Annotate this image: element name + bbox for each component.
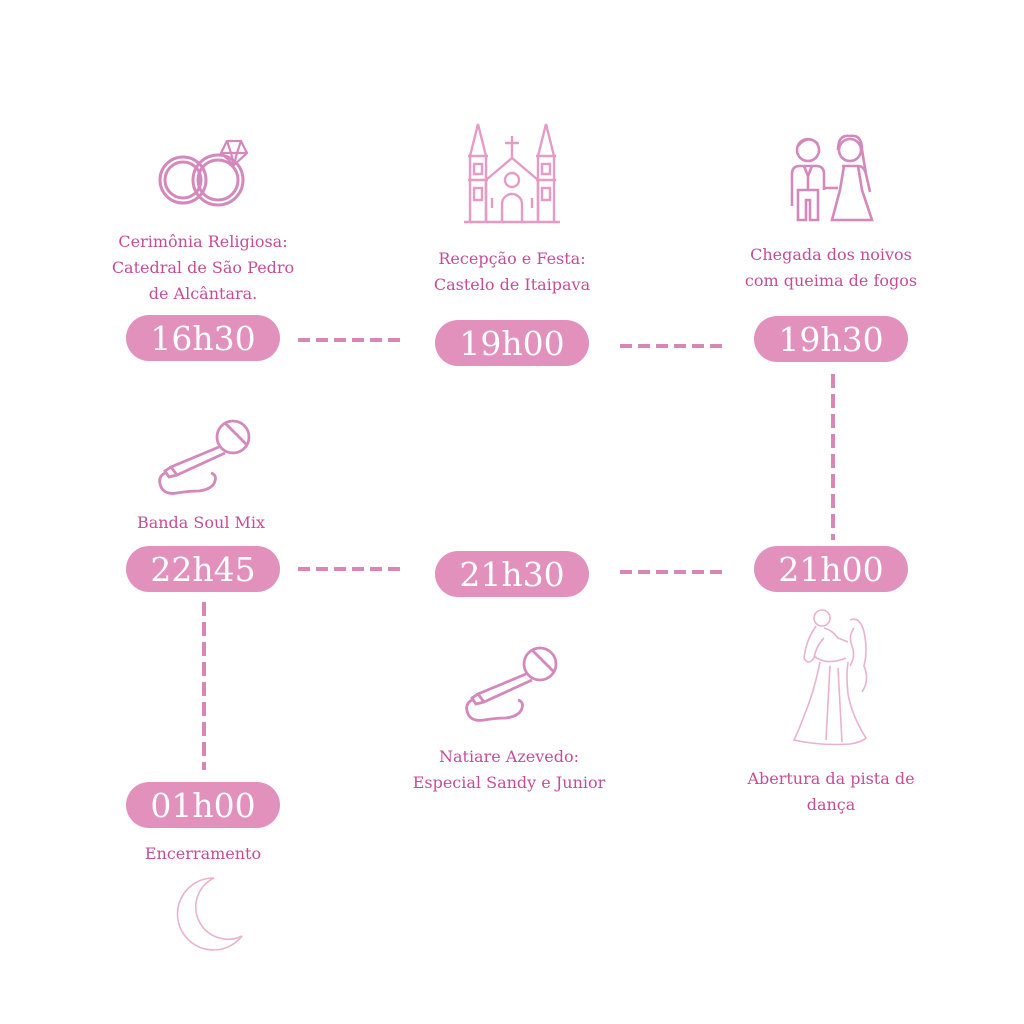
cathedral-icon [462,122,562,224]
time-badge: 01h00 [126,782,280,828]
time-badge: 19h00 [435,320,589,366]
connector-line [831,374,835,540]
time-badge: 21h00 [754,546,908,592]
crescent-moon-icon [168,876,244,952]
event-description: Natiare Azevedo:Especial Sandy e Junior [412,747,606,792]
connector-line [620,344,728,348]
bride-groom-icon [786,130,878,222]
microphone-icon [155,415,255,500]
connector-line [298,338,406,342]
event-description: Recepção e Festa:Castelo de Itaipava [433,249,591,294]
event-description: Cerimônia Religiosa:Catedral de São Pedr… [111,232,295,303]
connector-line [620,570,728,574]
dancing-couple-icon [790,606,880,746]
time-badge: 21h30 [435,551,589,597]
event-description: Encerramento [144,844,262,863]
rings-icon [155,135,255,215]
microphone-icon [462,642,562,727]
event-description: Banda Soul Mix [136,513,266,532]
connector-line [298,567,406,571]
time-badge: 19h30 [754,316,908,362]
connector-line [202,602,206,770]
time-badge: 22h45 [126,546,280,592]
time-badge: 16h30 [126,315,280,361]
